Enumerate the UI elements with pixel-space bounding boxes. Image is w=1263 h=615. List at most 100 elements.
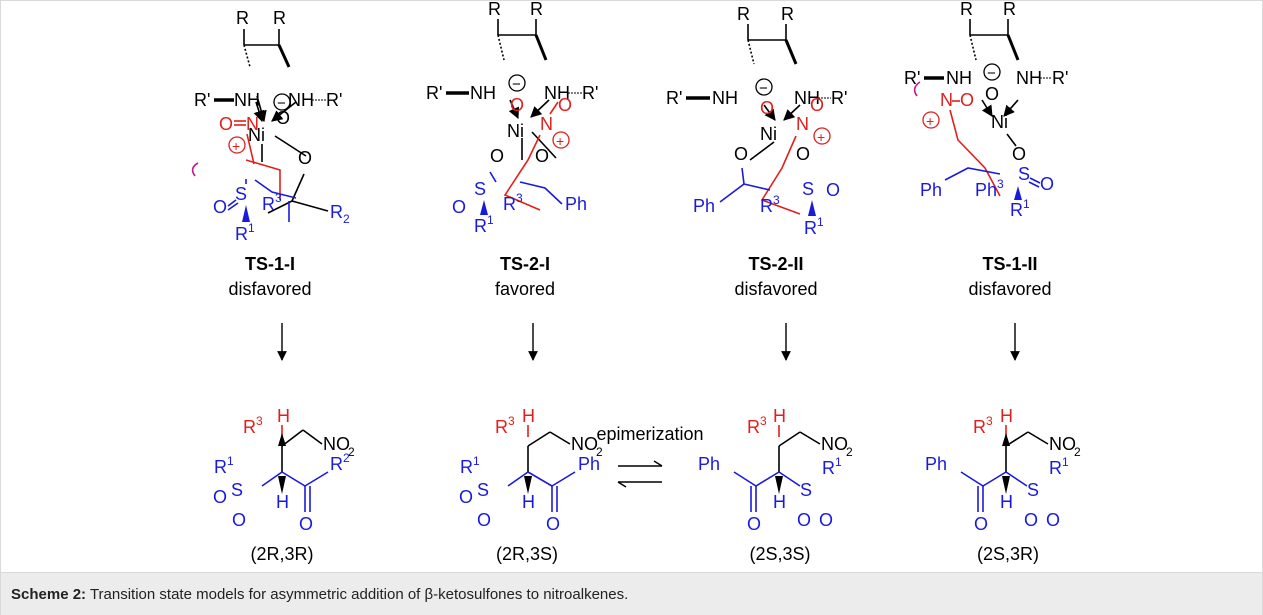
svg-text:O: O <box>796 144 810 164</box>
svg-text:R3: R3 <box>495 414 515 437</box>
svg-text:S: S <box>477 480 489 500</box>
svg-text:−: − <box>987 65 996 82</box>
svg-text:S: S <box>802 179 814 199</box>
svg-text:Ph: Ph <box>925 454 947 474</box>
svg-text:Ph: Ph <box>578 454 600 474</box>
svg-text:N: N <box>940 90 953 110</box>
svg-text:N: N <box>796 114 809 134</box>
svg-text:O: O <box>1046 510 1060 530</box>
svg-text:−: − <box>277 95 286 112</box>
svg-text:Ph: Ph <box>698 454 720 474</box>
svg-text:H: H <box>277 406 290 426</box>
svg-text:R: R <box>488 0 501 19</box>
svg-text:R3: R3 <box>243 414 263 437</box>
caption-text: Transition state models for asymmetric a… <box>86 586 629 603</box>
svg-text:R3: R3 <box>973 414 993 437</box>
svg-text:R': R' <box>1052 68 1068 88</box>
svg-text:O: O <box>747 514 761 534</box>
svg-text:O: O <box>558 95 572 115</box>
svg-text:NH: NH <box>946 68 972 88</box>
product-config: (2S,3R) <box>977 544 1039 564</box>
product-2r-3r: R3 H NO 2 H S R1 O O O R2 <box>213 406 355 534</box>
r-prime-label: R' <box>194 90 210 110</box>
nh-label: NH <box>234 90 260 110</box>
svg-text:+: + <box>556 133 564 149</box>
svg-text:S: S <box>1027 480 1039 500</box>
figure-caption: Scheme 2: Transition state models for as… <box>11 586 628 603</box>
ts-status: disfavored <box>734 279 817 299</box>
svg-text:Ni: Ni <box>507 121 524 141</box>
svg-text:O: O <box>546 514 560 534</box>
svg-text:NO: NO <box>821 434 848 454</box>
svg-text:H: H <box>773 492 786 512</box>
svg-text:O: O <box>1024 510 1038 530</box>
product-2s-3r: R3 H NO 2 H S R1 O O O Ph <box>925 406 1081 534</box>
svg-text:R3: R3 <box>747 414 767 437</box>
product-2s-3s: R3 H NO 2 H S R1 O O O Ph <box>698 406 853 534</box>
svg-text:NH: NH <box>470 83 496 103</box>
svg-text:NO: NO <box>323 434 350 454</box>
svg-text:R': R' <box>426 83 442 103</box>
svg-text:O: O <box>299 514 313 534</box>
svg-text:2: 2 <box>596 445 603 459</box>
svg-text:R: R <box>781 4 794 24</box>
svg-text:R1: R1 <box>1010 197 1030 220</box>
svg-text:R: R <box>737 4 750 24</box>
ts-status: favored <box>495 279 555 299</box>
svg-text:R: R <box>1003 0 1016 19</box>
r-prime-label: R' <box>326 90 342 110</box>
svg-text:R1: R1 <box>460 454 480 477</box>
svg-text:O: O <box>797 510 811 530</box>
svg-text:R1: R1 <box>474 213 494 236</box>
svg-text:S: S <box>1018 164 1030 184</box>
svg-text:Ph: Ph <box>693 196 715 216</box>
svg-text:NO: NO <box>571 434 598 454</box>
svg-text:O: O <box>960 90 974 110</box>
svg-text:NH: NH <box>794 88 820 108</box>
o-label: O <box>213 197 227 217</box>
ts-1-i-structure: R R R' NH NH R' Ni − O O N + O S O R1 R3… <box>191 8 350 244</box>
svg-text:S: S <box>474 179 486 199</box>
ts-2-ii-structure: R R R' NH NH R' Ni − O N + O O O S O R1 … <box>666 4 847 238</box>
svg-text:R': R' <box>582 83 598 103</box>
r2-label: R2 <box>330 202 350 226</box>
svg-text:O: O <box>1012 144 1026 164</box>
ts-label: TS-1-II <box>982 254 1037 274</box>
svg-text:R1: R1 <box>804 215 824 238</box>
svg-text:NO: NO <box>1049 434 1076 454</box>
equilibrium-label: epimerization <box>596 424 703 444</box>
svg-text:O: O <box>734 144 748 164</box>
svg-text:H: H <box>1000 492 1013 512</box>
o-label: O <box>276 108 290 128</box>
product-config: (2R,3S) <box>496 544 558 564</box>
svg-text:O: O <box>985 84 999 104</box>
ts-label: TS-2-I <box>500 254 550 274</box>
svg-text:H: H <box>1000 406 1013 426</box>
equilibrium-arrows <box>617 460 663 488</box>
n-label: N <box>246 114 259 134</box>
svg-text:O: O <box>490 146 504 166</box>
svg-text:R': R' <box>666 88 682 108</box>
s-label: S <box>235 184 247 204</box>
svg-text:Ph: Ph <box>565 194 587 214</box>
svg-text:Ni: Ni <box>760 124 777 144</box>
ts-1-ii-structure: R R R' NH NH R' Ni − O N O + O S O R1 Ph… <box>904 0 1068 220</box>
svg-text:2: 2 <box>1074 445 1081 459</box>
svg-text:O: O <box>974 514 988 534</box>
svg-text:−: − <box>759 80 768 97</box>
svg-text:R2: R2 <box>330 451 350 474</box>
svg-text:Ph: Ph <box>920 180 942 200</box>
svg-text:Ph3: Ph3 <box>975 177 1004 200</box>
svg-text:NH: NH <box>544 83 570 103</box>
svg-text:R': R' <box>831 88 847 108</box>
svg-text:H: H <box>276 492 289 512</box>
svg-text:H: H <box>522 406 535 426</box>
scheme-2-diagram: R R R' NH NH R' Ni − O O N + O S O R1 R3… <box>191 0 1081 564</box>
svg-text:+: + <box>926 113 934 129</box>
product-config: (2R,3R) <box>250 544 313 564</box>
svg-text:H: H <box>773 406 786 426</box>
svg-text:R1: R1 <box>214 454 234 477</box>
r3-label: R3 <box>262 191 282 214</box>
o-label: O <box>219 114 233 134</box>
